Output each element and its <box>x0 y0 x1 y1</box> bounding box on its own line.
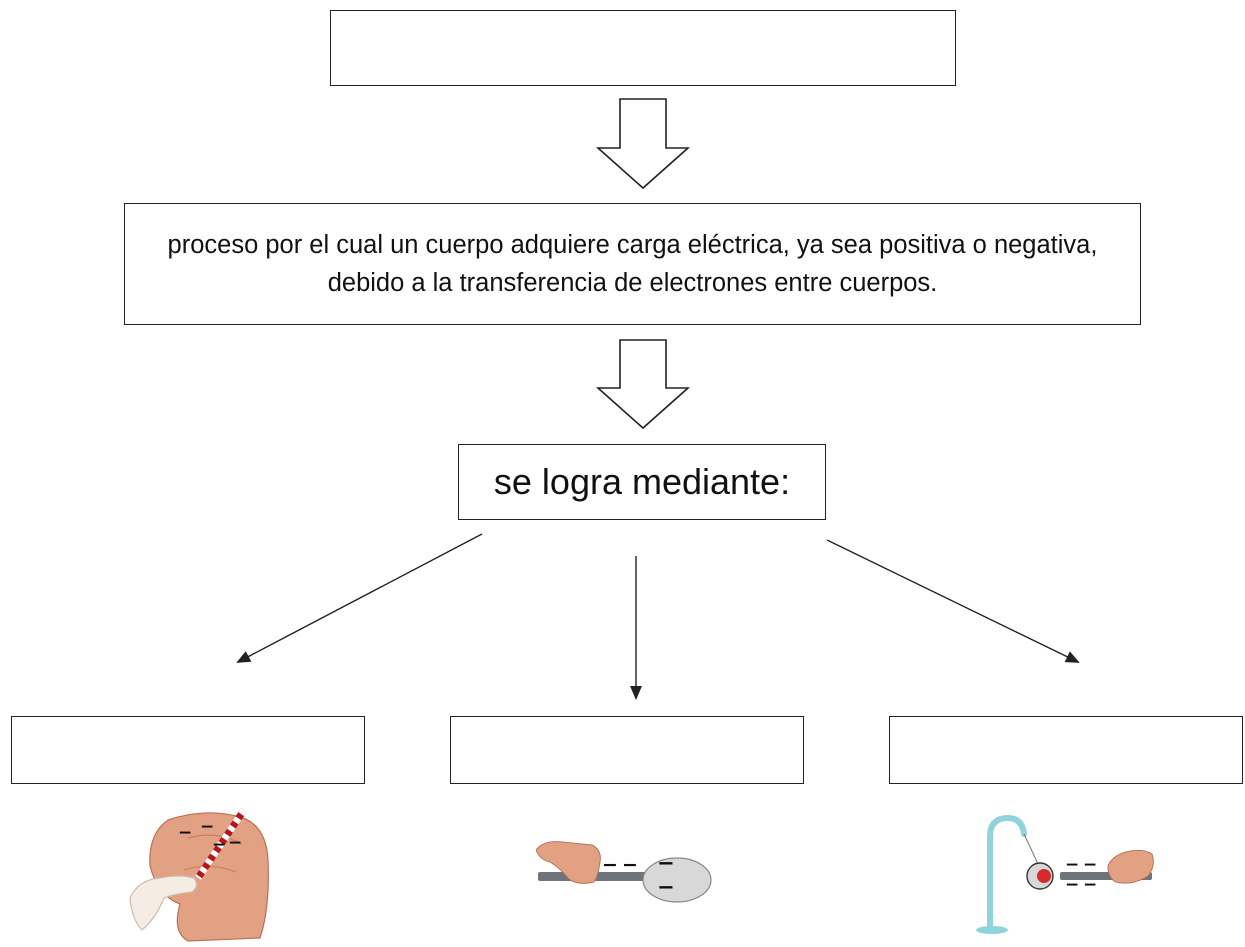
charge-mark: − <box>1065 875 1079 895</box>
charge-mark: − <box>212 835 226 855</box>
friction-illustration-icon: − − − − <box>129 808 269 942</box>
top-concept-box[interactable] <box>330 10 956 86</box>
block-arrow-down-icon <box>595 98 691 190</box>
charge-mark: − <box>1065 855 1079 875</box>
method-box-right[interactable] <box>889 716 1243 784</box>
definition-text: proceso por el cual un cuerpo adquiere c… <box>167 231 1098 297</box>
charge-mark: − <box>622 854 638 876</box>
charge-mark: − <box>1083 855 1097 875</box>
charge-mark: − <box>228 833 242 853</box>
means-text: se logra mediante: <box>493 461 791 502</box>
method-box-middle[interactable] <box>450 716 804 784</box>
charge-mark: − <box>200 817 214 837</box>
charge-mark: − <box>657 875 675 899</box>
induction-illustration-icon: − − − − <box>976 814 1154 934</box>
block-arrow-down-icon <box>595 339 691 430</box>
method-box-left[interactable] <box>11 716 365 784</box>
definition-box: proceso por el cual un cuerpo adquiere c… <box>124 203 1141 325</box>
contact-illustration-icon: − − − − <box>536 841 712 903</box>
arrow-to-right-method <box>826 539 1080 663</box>
charge-mark: − <box>602 854 618 876</box>
charge-mark: − <box>178 823 192 843</box>
charge-mark: − <box>1083 875 1097 895</box>
means-box: se logra mediante: <box>458 444 826 520</box>
charge-mark: − <box>657 851 675 875</box>
arrow-to-left-method <box>236 533 483 663</box>
